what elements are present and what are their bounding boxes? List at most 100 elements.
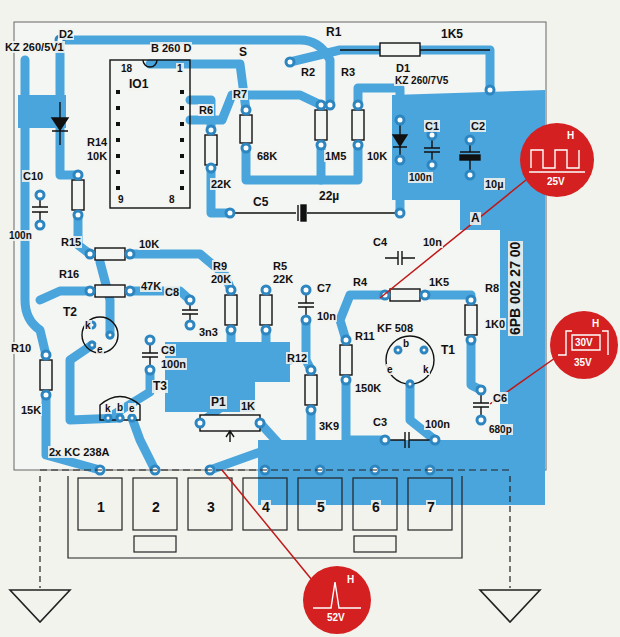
component-label: 10K: [366, 150, 388, 162]
solder-pad: [256, 419, 264, 427]
component-label: 20K: [210, 273, 232, 285]
component-label: KZ 260/5V1: [4, 41, 65, 53]
solder-pad: [326, 101, 334, 109]
component-label: 3n3: [198, 326, 219, 338]
leader-line: [222, 470, 312, 580]
component-label: 1K5: [428, 276, 450, 288]
diode-symbol: [393, 135, 407, 146]
solder-pad: [317, 101, 325, 109]
board-outline: [14, 22, 546, 470]
component-label: 10µ: [484, 178, 505, 190]
waveform-trace: [558, 331, 572, 355]
solder-pad: [117, 415, 123, 421]
component-label: R6: [198, 104, 214, 116]
component-label: R8: [484, 282, 500, 294]
copper-trace: [246, 145, 358, 180]
solder-pad: [86, 287, 94, 295]
component-label: 18: [120, 63, 133, 74]
solder-pad: [407, 381, 413, 387]
component-label: R4: [352, 276, 368, 288]
leader-line: [490, 358, 555, 404]
component-label: C9: [160, 344, 176, 356]
solder-pad: [286, 58, 294, 66]
component-label: D2: [58, 28, 74, 40]
solder-pad: [227, 286, 235, 294]
resistor-symbol: [205, 135, 217, 165]
callout-text: 52V: [327, 612, 345, 623]
ic-outline: [110, 60, 190, 208]
solder-pad: [466, 136, 474, 144]
waveform-trace: [602, 331, 608, 355]
connector-key: [354, 536, 396, 552]
connector-pin: [133, 478, 177, 530]
pin-number: 7: [426, 500, 436, 515]
solder-pad: [354, 141, 362, 149]
component-label: C5: [252, 196, 269, 209]
transistor-symbol: [386, 336, 434, 384]
copper-trace: [108, 370, 150, 418]
component-label: 680p: [488, 424, 513, 435]
resistor-symbol: [240, 115, 252, 143]
solder-pad: [126, 287, 134, 295]
component-label: T2: [62, 306, 78, 319]
connector-bracket: [68, 476, 462, 558]
component-label: 22K: [272, 273, 294, 285]
component-label: 100n: [160, 358, 187, 370]
copper-trace: [200, 330, 231, 423]
component-label: R2: [300, 66, 316, 78]
component-label: D1: [395, 62, 411, 74]
solder-pad: [146, 336, 154, 344]
component-label: C7: [316, 282, 332, 294]
solder-pad: [42, 351, 50, 359]
ic-notch: [143, 60, 157, 67]
capacitor-symbol: [385, 432, 435, 448]
component-label: T3: [152, 380, 168, 393]
copper-trace: [60, 40, 78, 175]
diode-symbol: [52, 102, 68, 145]
solder-pad: [227, 326, 235, 334]
component-label: R9: [212, 260, 228, 272]
capacitor-symbol: [385, 251, 415, 265]
pin-number: 4: [261, 500, 271, 515]
copper-area: [258, 440, 545, 505]
arrow-head: [480, 590, 540, 622]
component-label: 150K: [354, 382, 382, 394]
connector-key: [134, 536, 176, 552]
resistor-symbol: [465, 305, 477, 335]
resistor-symbol: [315, 110, 327, 140]
component-label: 8: [168, 194, 176, 205]
copper-trace: [132, 418, 155, 470]
component-label: KF 508: [376, 322, 414, 334]
copper-trace: [265, 410, 311, 470]
component-label: 22µ: [318, 190, 340, 203]
solder-pad: [342, 336, 350, 344]
connector-pin: [78, 478, 122, 530]
solder-pad: [242, 106, 250, 114]
callout-text: 35V: [574, 357, 592, 368]
solder-pad: [307, 406, 315, 414]
solder-pad: [207, 164, 215, 172]
pin-number: 2: [151, 500, 161, 515]
scope-callout: H25V: [520, 123, 594, 197]
component-label: R11: [354, 330, 376, 342]
scope-callout: H52V: [303, 566, 371, 634]
component-label: e: [386, 364, 394, 375]
component-label: 2x KC 238A: [48, 446, 111, 458]
component-label: b: [116, 402, 124, 413]
resistor-symbol: [260, 295, 272, 325]
component-label: C4: [372, 236, 388, 248]
component-label: A: [470, 212, 481, 225]
component-label: C1: [424, 120, 440, 132]
potentiometer-wiper: [226, 431, 234, 442]
solder-pad: [421, 291, 429, 299]
solder-pad: [186, 321, 194, 329]
solder-pad: [36, 191, 44, 199]
component-label: b: [402, 338, 410, 349]
component-label: k: [84, 320, 92, 331]
solder-pad: [421, 347, 427, 353]
resistor-symbol: [305, 375, 317, 405]
copper-trace: [40, 291, 90, 300]
resistor-symbol: [95, 248, 125, 260]
copper-trace: [100, 262, 110, 335]
